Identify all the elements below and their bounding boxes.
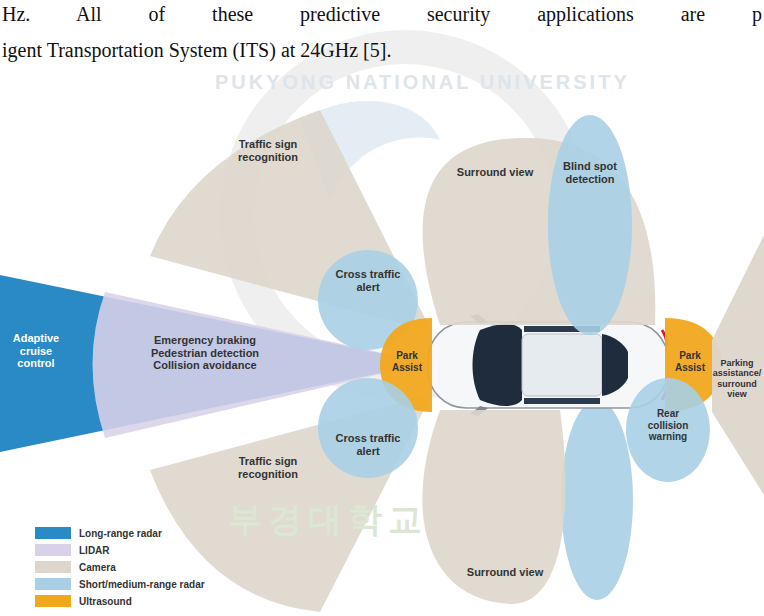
zone-label-box: Cross traffic alert xyxy=(332,268,404,293)
legend-text: Ultrasound xyxy=(79,596,132,607)
legend-row: Long-range radar xyxy=(35,527,162,539)
zone-label: Collision avoidance xyxy=(130,359,280,372)
body-text: igent Transportation System (ITS) at 24G… xyxy=(2,38,762,63)
zone-outline xyxy=(626,378,710,482)
zone-label-box: Rear collision warning xyxy=(636,408,700,443)
zone-label: Traffic sign recognition xyxy=(228,138,308,163)
body-text-line: Hz. All of these predictive security app… xyxy=(2,2,762,27)
zone-label-box: Blind spot detection xyxy=(560,160,620,185)
zone-label: Rear collision warning xyxy=(636,408,700,443)
legend-swatch xyxy=(35,595,71,607)
zone-label-box: Adaptive cruise control xyxy=(4,332,68,370)
zone-label-box: Parking assistance/ surround view xyxy=(712,358,762,399)
zone-label-box: Park Assist xyxy=(670,350,710,373)
body-text-line: igent Transportation System (ITS) at 24G… xyxy=(2,38,762,63)
sensor-zone: Rear collision warning xyxy=(626,378,710,482)
sensor-zone: Parking assistance/ surround view xyxy=(710,235,764,495)
legend-row: Camera xyxy=(35,561,116,573)
zone-label-box: Cross traffic alert xyxy=(332,432,404,457)
legend-text: Camera xyxy=(79,562,116,573)
zone-outline xyxy=(422,410,565,604)
zone-label: Park Assist xyxy=(670,350,710,373)
legend-row: LIDAR xyxy=(35,544,110,556)
sensor-zone: Surround view xyxy=(410,408,580,608)
zone-label: Cross traffic alert xyxy=(332,268,404,293)
zone-outline xyxy=(712,235,764,495)
zone-label-box: Traffic sign recognition xyxy=(228,455,308,480)
legend-swatch xyxy=(35,544,71,556)
zone-label: Blind spot detection xyxy=(560,160,620,185)
legend-text: Long-range radar xyxy=(79,528,162,539)
zone-label-box: Surround view xyxy=(460,566,550,579)
car-body xyxy=(428,314,668,416)
watermark: 부경대학교 xyxy=(228,498,428,541)
legend-text: Short/medium-range radar xyxy=(79,579,205,590)
legend-swatch xyxy=(35,561,71,573)
zone-label-box: Traffic sign recognition xyxy=(228,138,308,163)
legend-text: LIDAR xyxy=(79,545,110,556)
zone-label: Cross traffic alert xyxy=(332,432,404,457)
watermark: PUKYONG NATIONAL UNIVERSITY xyxy=(215,70,635,95)
body-text: Hz. All of these predictive security app… xyxy=(2,2,762,27)
zone-label: Pedestrian detection xyxy=(130,347,280,360)
zone-outline xyxy=(548,115,632,335)
blind-spot-zone xyxy=(561,400,633,600)
legend-row: Ultrasound xyxy=(35,595,132,607)
watermark-text: 부경대학교 xyxy=(228,498,428,541)
zone-label: Surround view xyxy=(460,566,550,579)
zone-label: Parking assistance/ surround view xyxy=(712,358,762,399)
legend-swatch xyxy=(35,578,71,590)
zone-label: Traffic sign recognition xyxy=(228,455,308,480)
legend-swatch xyxy=(35,527,71,539)
zone-shape xyxy=(318,378,418,478)
sensor-zone: Cross traffic alert xyxy=(318,378,418,478)
zone-label-box: Emergency brakingPedestrian detectionCol… xyxy=(130,334,280,372)
zone-label-box: Park Assist xyxy=(383,350,431,373)
zone-label-box: Surround view xyxy=(448,166,542,179)
zone-label: Park Assist xyxy=(383,350,431,373)
watermark-text: PUKYONG NATIONAL UNIVERSITY xyxy=(215,70,635,95)
legend-row: Short/medium-range radar xyxy=(35,578,205,590)
sensor-zone: Blind spot detection xyxy=(548,115,632,337)
zone-label: Surround view xyxy=(448,166,542,179)
zone-label: Adaptive cruise control xyxy=(4,332,68,370)
zone-shape xyxy=(548,115,632,337)
zone-outline xyxy=(318,378,418,478)
zone-label: Emergency braking xyxy=(130,334,280,347)
